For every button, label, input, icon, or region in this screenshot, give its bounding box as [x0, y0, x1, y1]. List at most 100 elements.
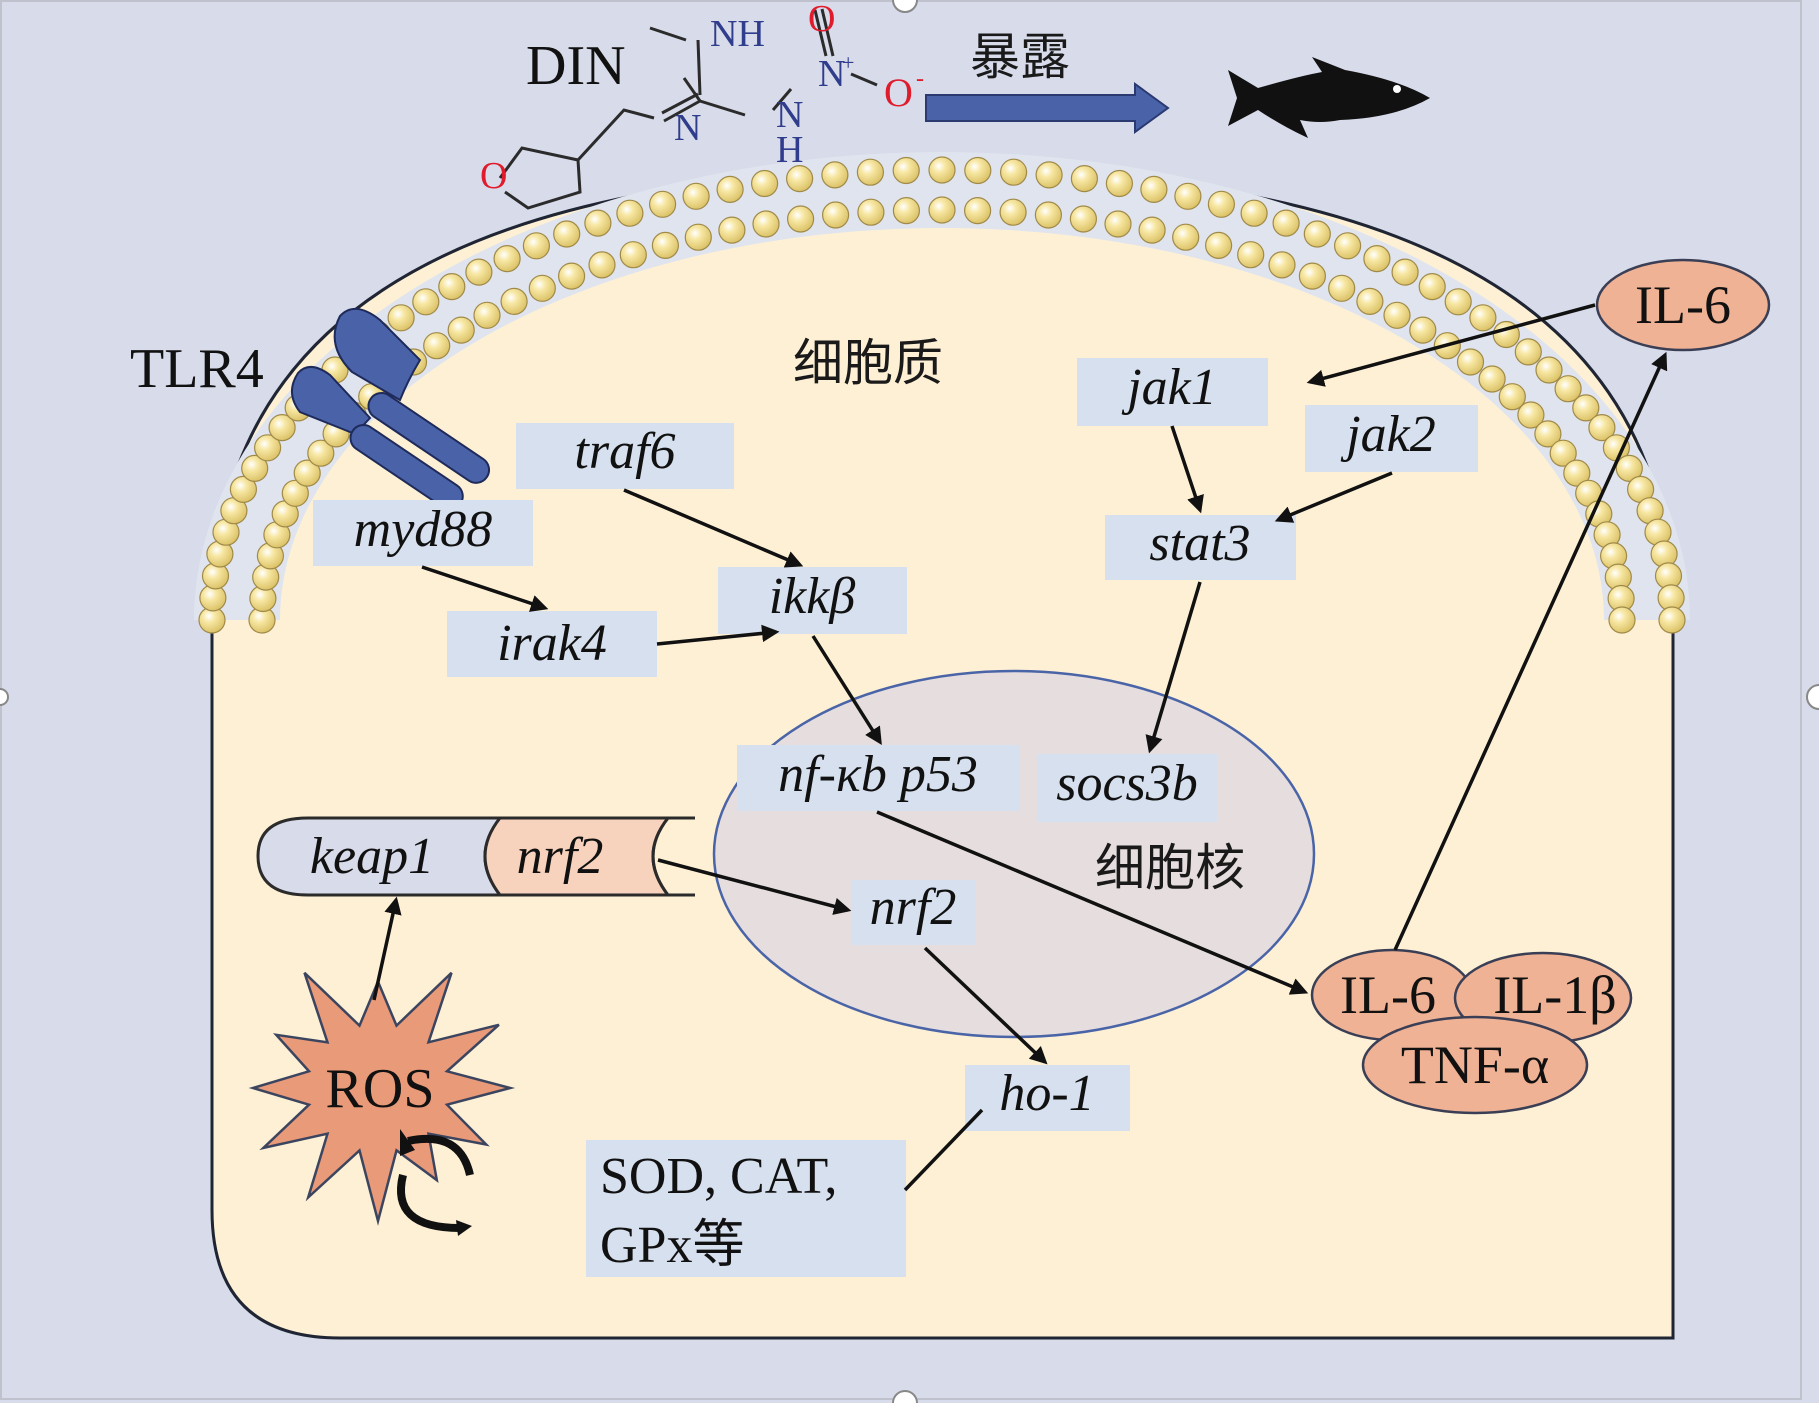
lipid-head	[1554, 375, 1582, 403]
edge-il6-secretion	[1393, 351, 1668, 951]
lipid-head	[963, 197, 992, 225]
tlr4-receptor-icon	[291, 308, 491, 511]
node-jak1: jak1	[1077, 358, 1268, 426]
lipid-head	[682, 182, 710, 210]
cytokine-tnfa: TNF-α	[1401, 1035, 1549, 1095]
lipid-head	[1498, 383, 1526, 411]
lipid-head	[752, 210, 780, 238]
lipid-head	[616, 199, 644, 227]
lipid-head	[1105, 169, 1134, 198]
svg-text:irak4: irak4	[497, 615, 607, 672]
node-irak4: irak4	[447, 611, 657, 677]
lipid-head	[281, 479, 309, 507]
lipid-head	[785, 165, 814, 193]
lipid-head	[1204, 231, 1233, 259]
svg-text:jak1: jak1	[1121, 359, 1217, 416]
node-stat3: stat3	[1105, 515, 1296, 580]
lipid-head	[928, 156, 956, 184]
lipid-head	[999, 158, 1028, 186]
edge-il6-jak1	[1306, 303, 1596, 387]
lipid-head	[651, 231, 680, 259]
exposure-arrow	[925, 82, 1170, 134]
lipid-head	[648, 190, 677, 218]
lipid-head	[684, 223, 712, 251]
lipid-head	[438, 273, 466, 301]
lipid-head	[1298, 262, 1327, 290]
lipid-head	[1104, 210, 1132, 238]
lipid-head	[1534, 420, 1562, 448]
cytoplasm-label: 细胞质	[793, 334, 943, 392]
edge-jak1-stat3	[1170, 425, 1204, 514]
edge-nfkb-il6	[876, 810, 1309, 995]
edge-myd88-irak4	[421, 565, 549, 612]
atom-h-bottom: H	[776, 129, 803, 171]
lipid-head	[307, 439, 335, 467]
atom-n-imine: N	[674, 107, 701, 149]
node-nrf2-complex: nrf2	[517, 828, 604, 885]
cytokine-il1b: IL-1β	[1493, 965, 1616, 1025]
svg-text:IL-6: IL-6	[1635, 275, 1731, 335]
lipid-head	[473, 301, 501, 329]
node-nrf2-nuclear: nrf2	[851, 879, 976, 945]
lipid-head	[584, 209, 612, 237]
lipid-head	[1514, 338, 1542, 366]
lipid-head	[1418, 273, 1446, 301]
lipid-head	[1328, 274, 1356, 302]
lipid-head	[1391, 258, 1419, 286]
lipid-head	[1444, 288, 1472, 316]
ros-label: ROS	[326, 1058, 435, 1120]
lipid-head	[786, 205, 815, 233]
lipid-head	[229, 475, 257, 503]
lipid-head	[528, 274, 556, 302]
svg-text:ikkβ: ikkβ	[769, 568, 856, 625]
lipid-head	[821, 161, 849, 189]
atom-o-ring: O	[480, 155, 507, 197]
edge-irak4-ikkb	[656, 624, 780, 646]
lipid-head	[857, 198, 885, 226]
svg-text:nf-κb p53: nf-κb p53	[778, 746, 978, 803]
lipid-head	[588, 251, 616, 279]
lipid-head	[892, 197, 921, 225]
edge-ikkb-nfkb	[811, 635, 882, 745]
lipid-head	[241, 454, 269, 482]
lipid-head	[750, 169, 779, 198]
lipid-head	[1240, 199, 1268, 227]
lipid-head	[553, 220, 581, 248]
atom-n-bottom: N	[776, 94, 803, 136]
lipid-head	[928, 196, 956, 224]
keap1-nrf2-complex: keap1 nrf2	[256, 816, 695, 897]
node-myd88: myd88	[313, 500, 533, 566]
lipid-head	[1303, 220, 1331, 248]
lipid-head	[1658, 606, 1686, 634]
node-keap1: keap1	[310, 828, 434, 885]
lipid-head	[964, 156, 992, 185]
atom-o-top: O	[808, 0, 835, 40]
ros-burst: ROS	[248, 971, 516, 1226]
svg-text:myd88: myd88	[354, 501, 493, 558]
lipid-head	[293, 459, 321, 487]
lipid-head	[1563, 459, 1591, 487]
svg-text:traf6: traf6	[574, 423, 675, 480]
edge-jak2-stat3	[1274, 471, 1393, 523]
lipid-head	[387, 304, 415, 332]
node-antioxidants: SOD, CAT, GPx等	[586, 1140, 906, 1277]
lipid-head	[1070, 165, 1099, 193]
lipid-head	[1608, 606, 1636, 634]
lipid-head	[856, 158, 885, 186]
cytokine-cluster: IL-6 IL-1β TNF-α	[1310, 948, 1633, 1115]
edge-ros-keap1	[372, 896, 402, 1001]
lipid-head	[447, 316, 475, 344]
lipid-head	[1572, 394, 1600, 422]
lipid-head	[254, 434, 282, 462]
nucleus-label: 细胞核	[1095, 839, 1245, 897]
lipid-head	[412, 288, 440, 316]
lipid-head	[1383, 301, 1411, 329]
lipid-head	[500, 287, 528, 315]
lipid-head	[1363, 245, 1391, 273]
svg-text:GPx等: GPx等	[600, 1217, 744, 1274]
edge-nrf2-translocation	[657, 858, 852, 915]
lipid-head	[1356, 287, 1384, 315]
atom-plus-charge: +	[842, 50, 854, 75]
lipid-head	[892, 156, 920, 185]
